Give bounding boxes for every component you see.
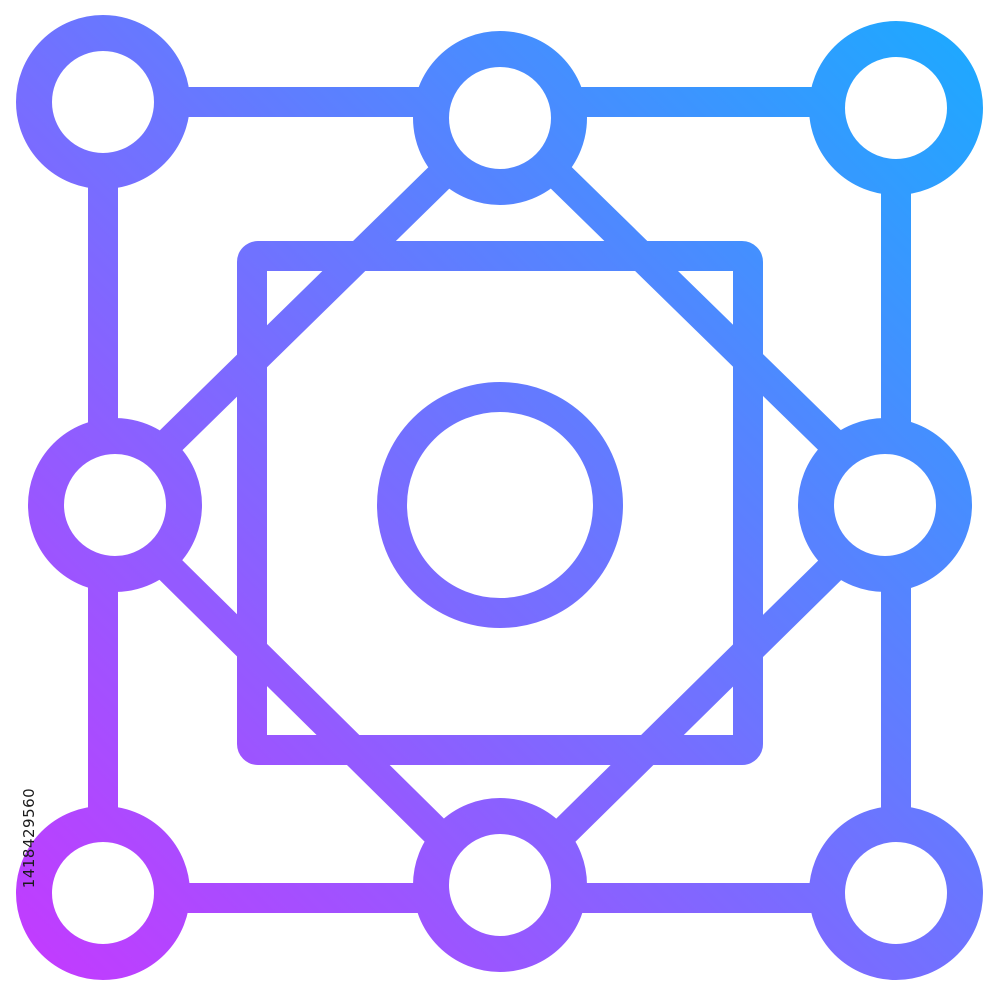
inner-square [237, 241, 763, 765]
node-top-right [809, 21, 983, 195]
node-middle-right [798, 418, 972, 592]
node-top-center [413, 31, 587, 205]
node-top-left [16, 15, 190, 189]
node-middle-left [28, 418, 202, 592]
diamond-shape [90, 103, 911, 910]
center-ring [377, 382, 623, 628]
node-bottom-left [16, 806, 190, 980]
node-bottom-center [413, 798, 587, 972]
node-bottom-right [809, 806, 983, 980]
outer-frame [88, 87, 911, 913]
